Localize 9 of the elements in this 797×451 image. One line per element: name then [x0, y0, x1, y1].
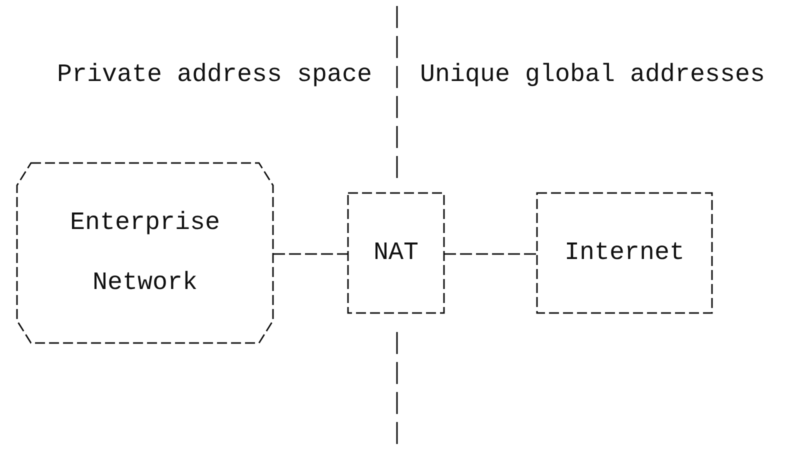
box [537, 193, 712, 313]
box [348, 193, 444, 313]
connector-line [444, 253, 537, 255]
region-label: Private address space [56, 60, 372, 90]
connector-line [273, 253, 348, 255]
node-label: NAT [372, 238, 420, 268]
region-label: Unique global addresses [420, 60, 766, 90]
node-label: Enterprise Network [68, 207, 222, 299]
node-label: Internet [563, 238, 686, 268]
